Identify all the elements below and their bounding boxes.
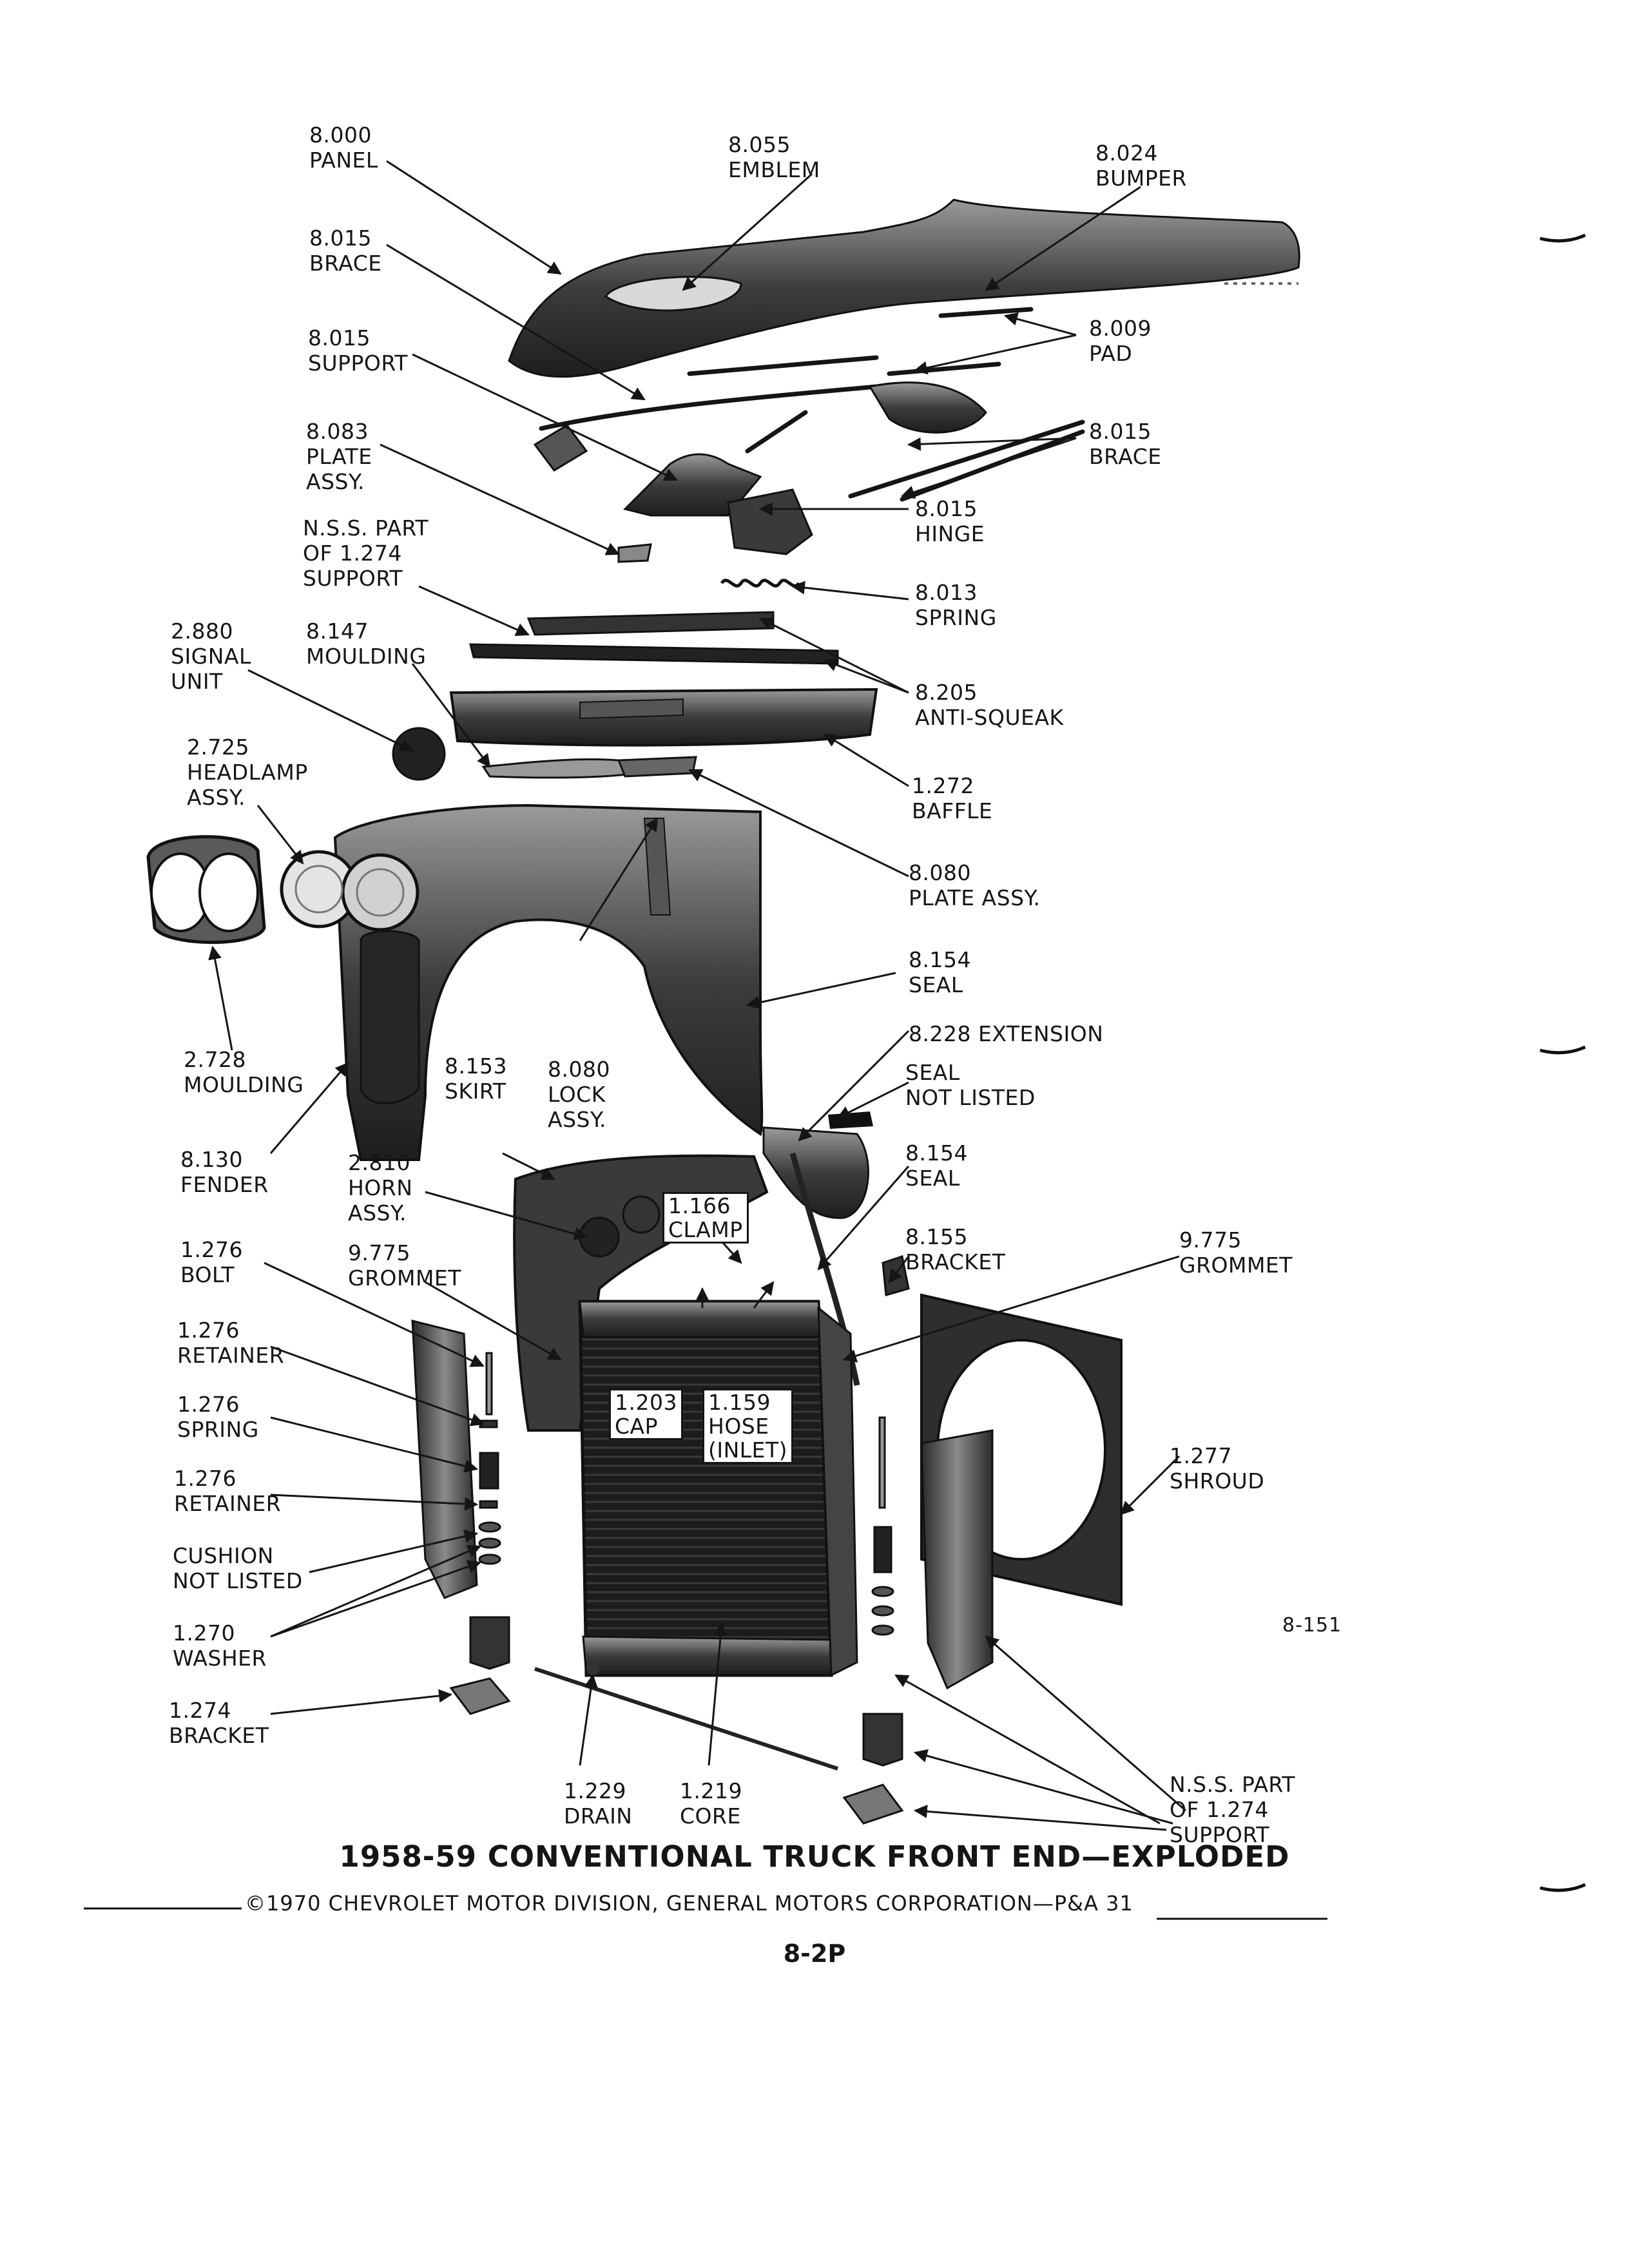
- leader-lines: [208, 160, 1186, 1831]
- drain-part: [586, 1662, 599, 1675]
- fender-part: [333, 803, 764, 1161]
- spring-part: [720, 579, 801, 588]
- hood-support-bracket: [868, 381, 987, 434]
- copyright-line: ©1970 CHEVROLET MOTOR DIVISION, GENERAL …: [245, 1891, 1133, 1916]
- emblem-part: [604, 276, 742, 312]
- diagram-caption: 1958-59 CONVENTIONAL TRUCK FRONT END—EXP…: [339, 1840, 1290, 1874]
- radiator-core-part: [578, 1300, 858, 1677]
- mounting-hardware-left: [449, 1352, 511, 1715]
- headlamp-assy-part: [280, 850, 419, 932]
- seal-part: [828, 1111, 873, 1129]
- hinge-support-part: [623, 453, 762, 517]
- figure-id: 8-151: [1282, 1614, 1342, 1637]
- plate-part: [617, 543, 652, 563]
- support-left-part: [411, 1320, 478, 1599]
- support-bar: [469, 643, 839, 665]
- extension-part: [762, 1126, 869, 1219]
- mounting-hardware-right: [842, 1416, 904, 1825]
- signal-unit-part: [392, 727, 446, 781]
- page-number: 8-2P: [783, 1939, 846, 1968]
- drain-rod: [534, 1667, 838, 1771]
- hinge-part: [727, 488, 813, 555]
- label-extension: 8.228 EXTENSION: [909, 1021, 1104, 1046]
- support-right-part: [920, 1429, 994, 1690]
- hood-panel-part: [508, 198, 1300, 378]
- hood-braces: [539, 307, 1085, 502]
- plate-assy-part: [617, 756, 697, 778]
- headlamp-moulding-part: [146, 835, 266, 944]
- baffle-part: [449, 687, 878, 747]
